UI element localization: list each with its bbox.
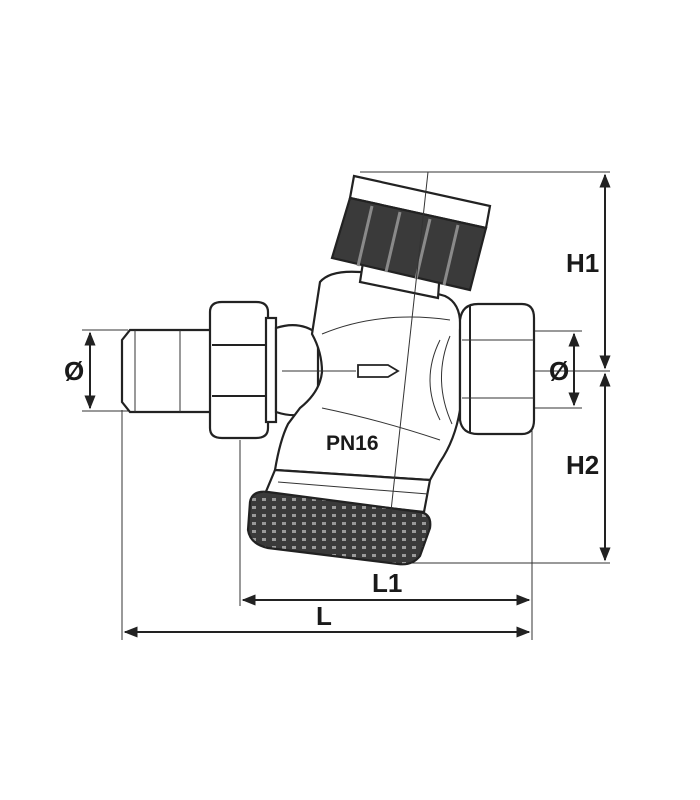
flow-direction-arrow [282,364,400,378]
strainer-cap [246,490,432,566]
l1-label: L1 [372,568,402,598]
valve-body: PN16 [120,171,536,566]
dimension-l1: L1 [241,568,531,606]
h1-label: H1 [566,248,599,278]
dimension-diameter-right: Ø [549,332,580,407]
dimension-diameter-left: Ø [64,331,96,410]
h2-label: H2 [566,450,599,480]
diameter-right-label: Ø [549,356,569,386]
l-label: L [316,601,332,631]
dimension-h1: H1 [566,173,611,370]
dimension-l: L [123,601,531,638]
handwheel-cap [330,174,492,292]
diameter-left-label: Ø [64,356,84,386]
pn16-marking: PN16 [326,432,379,455]
dimension-h2: H2 [566,372,611,562]
